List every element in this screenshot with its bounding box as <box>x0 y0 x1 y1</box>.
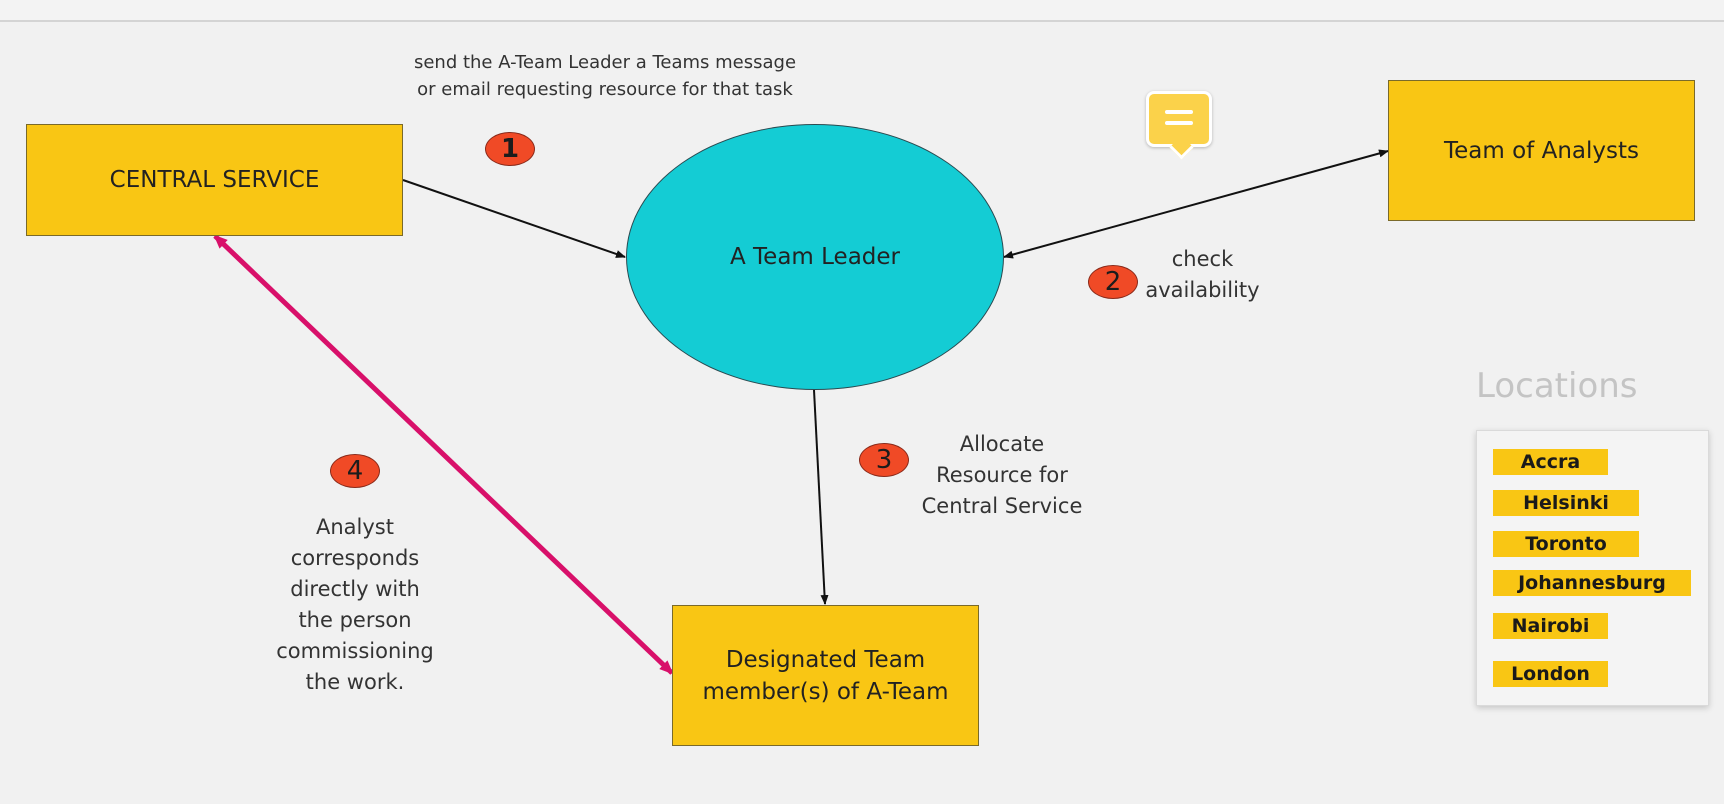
location-item[interactable]: Johannesburg <box>1493 570 1691 596</box>
central-service-label: CENTRAL SERVICE <box>109 167 320 193</box>
arrow-analyst-correspondence[interactable] <box>213 234 674 675</box>
team-of-analysts-label: Team of Analysts <box>1444 137 1639 164</box>
team-leader-ellipse[interactable]: A Team Leader <box>626 124 1004 390</box>
location-item[interactable]: Helsinki <box>1493 490 1639 516</box>
locations-title: Locations <box>1476 366 1638 406</box>
designated-team-label: Designated Team member(s) of A-Team <box>702 646 949 705</box>
location-item[interactable]: London <box>1493 661 1608 687</box>
team-leader-label: A Team Leader <box>729 244 900 270</box>
designated-team-box[interactable]: Designated Team member(s) of A-Team <box>672 605 979 746</box>
step-2-badge: 2 <box>1088 265 1138 299</box>
step-1-badge: 1 <box>485 132 535 166</box>
locations-panel[interactable]: Accra Helsinki Toronto Johannesburg Nair… <box>1476 430 1709 706</box>
step-4-badge: 4 <box>330 454 380 488</box>
step-4-text: Analyst corresponds directly with the pe… <box>276 515 434 694</box>
location-item[interactable]: Toronto <box>1493 531 1639 557</box>
step-1-text: send the A-Team Leader a Teams message o… <box>413 52 797 100</box>
step-3-text: Allocate Resource for Central Service <box>921 432 1083 518</box>
top-toolbar-edge <box>0 0 1724 22</box>
location-item[interactable]: Accra <box>1493 449 1608 475</box>
arrow-leader-to-designated[interactable] <box>813 389 829 605</box>
location-item[interactable]: Nairobi <box>1493 613 1608 639</box>
step-2-text: check availability <box>1145 247 1260 302</box>
team-of-analysts-box[interactable]: Team of Analysts <box>1388 80 1695 221</box>
comment-icon[interactable] <box>1146 91 1212 160</box>
arrow-central-to-leader[interactable] <box>402 179 626 258</box>
step-3-badge: 3 <box>859 443 909 477</box>
arrow-leader-analysts[interactable] <box>1003 149 1389 259</box>
central-service-box[interactable]: CENTRAL SERVICE <box>26 124 403 236</box>
